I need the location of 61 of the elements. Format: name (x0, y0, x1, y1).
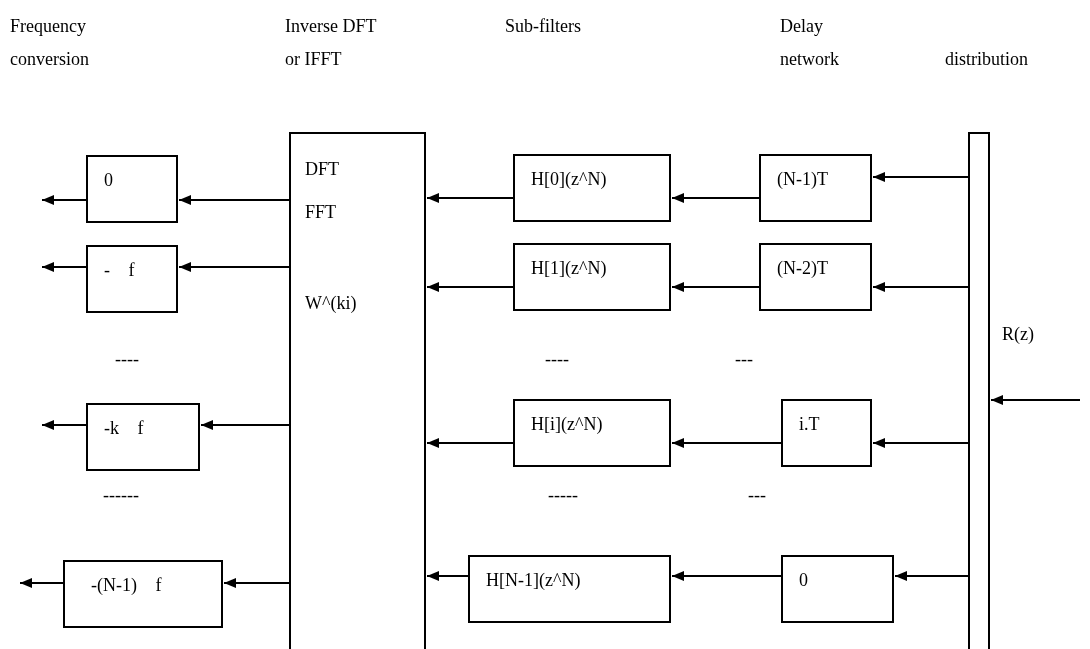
arrow (872, 282, 969, 292)
sub-filter-box (468, 555, 671, 623)
column-heading: distribution (945, 48, 1029, 71)
arrow (19, 578, 64, 588)
ellipsis-dashes: ---- (545, 348, 569, 370)
box-label: W^(ki) (305, 292, 358, 315)
edge-label: R(z) (1002, 323, 1034, 345)
ellipsis-dashes: ------ (103, 484, 139, 506)
arrow (671, 438, 782, 448)
frequency-shift-box (63, 560, 223, 628)
ellipsis-dashes: --- (748, 484, 766, 506)
arrow (41, 195, 87, 205)
column-heading: Delay network (780, 15, 840, 71)
column-heading: Inverse DFT or IFFT (285, 15, 378, 71)
arrow (990, 395, 1081, 405)
sub-filter-box (513, 243, 671, 311)
box-label: -(N-1) f (91, 574, 163, 596)
arrow (41, 262, 87, 272)
delay-box (781, 555, 894, 623)
sub-filter-box (513, 399, 671, 467)
delay-box (781, 399, 872, 467)
frequency-shift-box (86, 155, 178, 223)
box-label: -k f (104, 417, 145, 439)
arrow (223, 578, 290, 588)
arrow (894, 571, 969, 581)
arrow (671, 571, 782, 581)
ellipsis-dashes: ----- (548, 484, 578, 506)
ellipsis-dashes: ---- (115, 348, 139, 370)
box-label: DFT FFT (305, 158, 340, 224)
ellipsis-dashes: --- (735, 348, 753, 370)
column-heading: Sub-filters (505, 15, 582, 38)
arrow (872, 172, 969, 182)
frequency-shift-box (86, 245, 178, 313)
box-label: H[0](z^N) (531, 168, 608, 190)
sub-filter-box (513, 154, 671, 222)
delay-box (759, 154, 872, 222)
box-label: (N-2)T (777, 257, 829, 279)
column-heading: Frequency conversion (10, 15, 90, 71)
box-label: H[1](z^N) (531, 257, 608, 279)
box-label: i.T (799, 413, 821, 435)
box-label: H[i](z^N) (531, 413, 604, 435)
arrow (178, 262, 290, 272)
box-label: 0 (799, 569, 809, 591)
arrow (426, 438, 514, 448)
delay-box (759, 243, 872, 311)
arrow (671, 282, 760, 292)
frequency-shift-box (86, 403, 200, 471)
distribution-bar (968, 132, 990, 649)
arrow (872, 438, 969, 448)
arrow (426, 193, 514, 203)
arrow (178, 195, 290, 205)
arrow (426, 282, 514, 292)
arrow (671, 193, 760, 203)
dft-block (289, 132, 426, 649)
arrow (426, 571, 469, 581)
box-label: (N-1)T (777, 168, 829, 190)
arrow (41, 420, 87, 430)
arrow (200, 420, 290, 430)
box-label: 0 (104, 169, 114, 191)
box-label: H[N-1](z^N) (486, 569, 582, 591)
box-label: - f (104, 259, 136, 281)
